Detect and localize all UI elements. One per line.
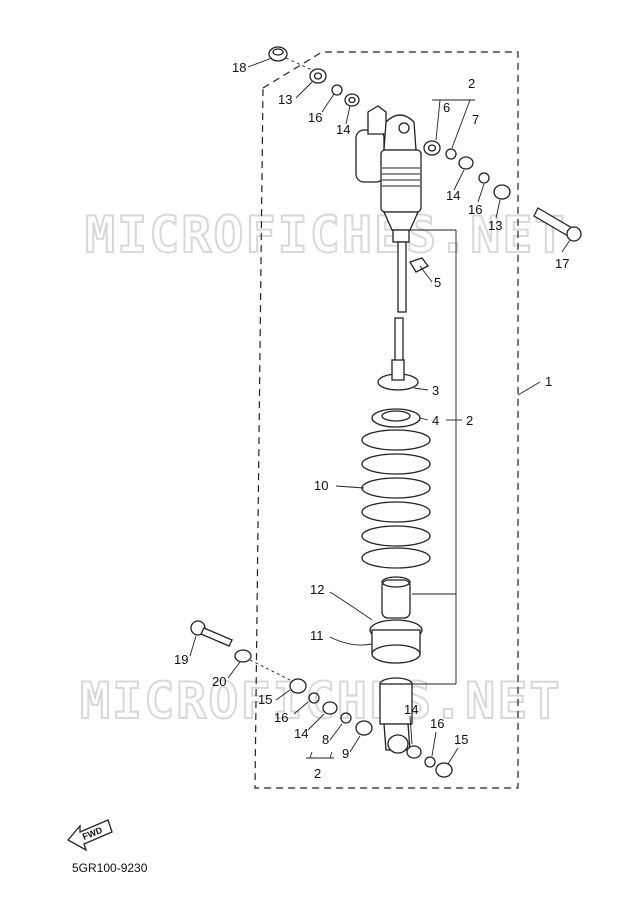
washer-20	[234, 649, 291, 681]
bearing-14-lower-left	[322, 701, 338, 715]
callout-2-middle: 2	[466, 413, 473, 428]
callout-3: 3	[432, 383, 439, 398]
callout-9: 9	[342, 746, 349, 761]
collar-13-upper-right	[493, 184, 511, 200]
callout-20: 20	[212, 674, 226, 689]
oring-8	[340, 712, 352, 724]
nut-5	[409, 257, 429, 273]
fwd-arrow-icon: FWD	[66, 819, 113, 852]
callout-10: 10	[314, 478, 328, 493]
collar-15-lower-left	[289, 678, 307, 694]
cup-11	[369, 619, 423, 664]
callout-19: 19	[174, 652, 188, 667]
collar-13-upper-left	[309, 68, 327, 84]
callout-11: 11	[310, 628, 324, 643]
bolt-17	[533, 207, 582, 242]
callout-2-upper: 2	[468, 76, 475, 91]
callout-18: 18	[232, 60, 246, 75]
watermark-top: MICROFICHES.NET	[85, 206, 567, 264]
bearing-14-upper-right	[458, 156, 474, 170]
bearing-14-lower-right	[406, 745, 422, 759]
callout-5: 5	[434, 275, 441, 290]
callout-15-lower-left: 15	[258, 692, 272, 707]
oring-16-lower-left	[308, 692, 320, 704]
callout-4: 4	[432, 413, 439, 428]
callout-17: 17	[555, 256, 569, 271]
callout-7: 7	[472, 112, 479, 127]
oring-16-upper-right	[478, 172, 490, 184]
assembly-bracket	[410, 229, 541, 685]
callout-16-lower-right: 16	[430, 716, 444, 731]
callout-14-lower-right: 14	[404, 702, 418, 717]
assembly-boundary	[254, 51, 519, 789]
callout-16-upper-left: 16	[308, 110, 322, 125]
bolt-18	[268, 46, 313, 71]
spring-seat-3	[377, 359, 419, 391]
callout-2-lower: 2	[314, 766, 321, 781]
shock-upper-body	[355, 105, 422, 313]
bearing-14-upper-left	[344, 93, 360, 107]
callout-16-upper-right: 16	[468, 202, 482, 217]
callout-15-lower-right: 15	[454, 732, 468, 747]
oring-7	[445, 148, 457, 160]
callout-13-upper-left: 13	[278, 92, 292, 107]
callout-14-upper-right: 14	[446, 188, 460, 203]
callout-14-upper-left: 14	[336, 122, 350, 137]
collar-15-lower-right	[435, 762, 453, 778]
callout-1: 1	[545, 374, 552, 389]
oring-16-upper-left	[331, 84, 343, 96]
bolt-19	[190, 620, 233, 647]
drawing-code: 5GR100-9230	[72, 861, 148, 875]
callout-12: 12	[310, 582, 324, 597]
leader-lines	[189, 57, 571, 765]
callout-14-lower-left: 14	[294, 726, 308, 741]
oring-16-lower-right	[424, 756, 436, 768]
callout-8: 8	[322, 732, 329, 747]
callout-6: 6	[443, 100, 450, 115]
spring-10	[361, 429, 431, 569]
callout-13-upper-right: 13	[488, 218, 502, 233]
spring-seat-4	[371, 408, 421, 428]
bearing-9	[355, 720, 373, 736]
watermark-bottom: MICROFICHES.NET	[80, 672, 562, 730]
callout-16-lower-left: 16	[274, 710, 288, 725]
bearing-6	[423, 140, 441, 156]
bumper-12	[381, 576, 411, 619]
